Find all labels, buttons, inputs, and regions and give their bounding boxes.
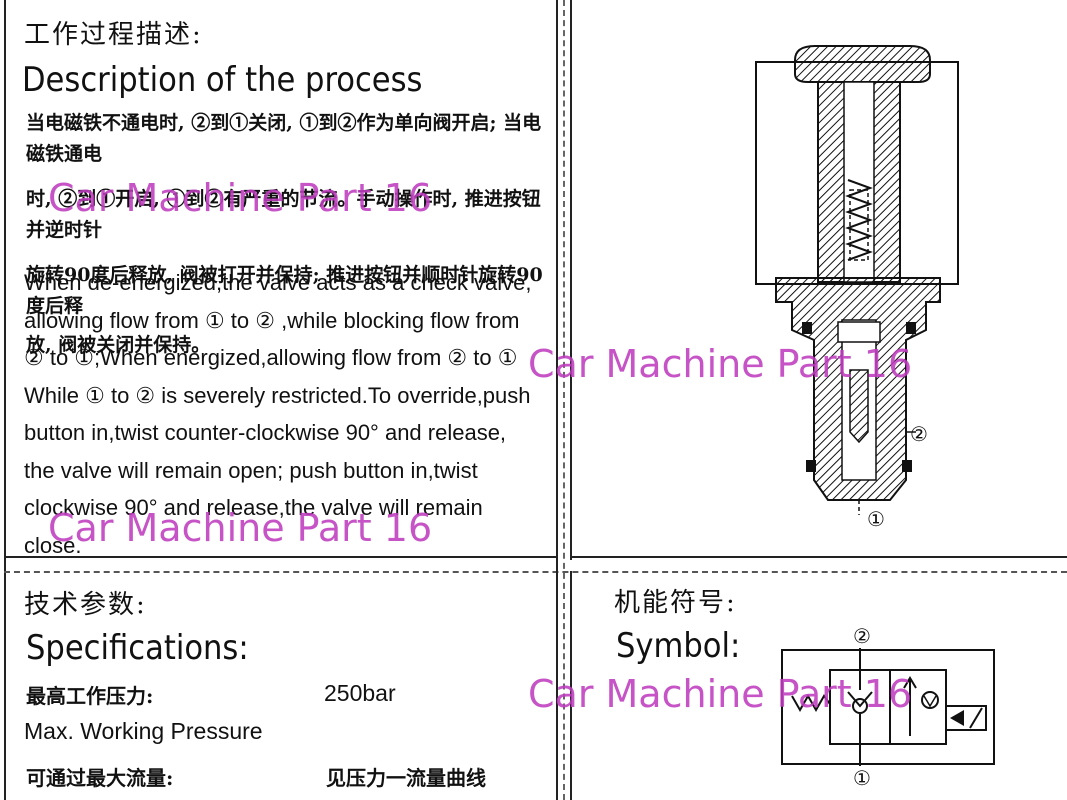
drawing-port-2-label: ② [910,422,928,446]
spec-value-max-pressure: 250bar [324,680,396,706]
desc-en-line: ② to ①;When energized,allowing flow from… [24,345,518,370]
frame-middle-hline [4,556,556,558]
desc-en-line: button in,twist counter-clockwise 90° an… [24,420,507,445]
frame-bottom-right-vline [570,571,572,800]
drawing-port-1-label: ① [867,507,885,531]
symbol-title-zh: 机能符号: [614,588,737,618]
process-desc-zh: 当电磁铁不通电时, ②到①关闭, ①到②作为单向阀开启; 当电磁铁通电 时, ②… [26,108,551,361]
desc-en-line: the valve will remain open; push button … [24,457,478,483]
spec-label-en-max-pressure: Max. Working Pressure [24,718,263,744]
frame-right-inner-vline [556,0,558,800]
spec-label-zh-max-pressure: 最高工作压力: [26,684,154,708]
desc-zh-line: 放, 阀被关闭并保持。 [26,334,211,356]
symbol-port-1-label: ① [853,766,871,790]
valve-cross-section-drawing [755,45,959,515]
desc-zh-line: 时, ②到①开启, ①到②有严重的节流。手动操作时, 推进按钮并逆时针 [26,188,541,241]
frame-top-right-border [570,0,572,560]
frame-left-border [4,0,6,800]
desc-zh-line: 当电磁铁不通电时, ②到①关闭, ①到②作为单向阀开启; 当电磁铁通电 [26,112,542,165]
desc-en-line: clockwise 90° and release,the valve will… [24,495,483,520]
frame-dash-vline [563,0,565,800]
process-title-en: Description of the process [22,60,423,100]
desc-zh-line: 旋转90度后释放, 阀被打开并保持; 推进按钮并顺时针旋转90度后释 [26,264,543,317]
frame-bottom-left-vline [556,571,558,800]
hydraulic-valve-symbol [781,648,995,766]
frame-middle-hline-right [570,556,1067,558]
spec-label-zh-max-flow: 可通过最大流量: [26,766,174,790]
desc-en-line: close. [24,532,82,558]
process-desc-en: When de-energized,the valve acts as a ch… [24,264,552,564]
specs-title-zh: 技术参数: [24,590,147,620]
process-title-zh: 工作过程描述: [24,20,203,50]
desc-en-line: While ① to ② is severely restricted.To o… [24,382,531,408]
desc-en-line: When de-energized,the valve acts as a ch… [24,270,532,295]
spec-value-max-flow: 见压力一流量曲线 [326,766,486,790]
specs-title-en: Specifications: [26,628,249,668]
frame-dash-hline [4,571,1067,573]
symbol-title-en: Symbol: [616,626,741,666]
symbol-port-2-label: ② [853,624,871,648]
desc-en-line: allowing flow from ① to ② ,while blockin… [24,307,520,333]
